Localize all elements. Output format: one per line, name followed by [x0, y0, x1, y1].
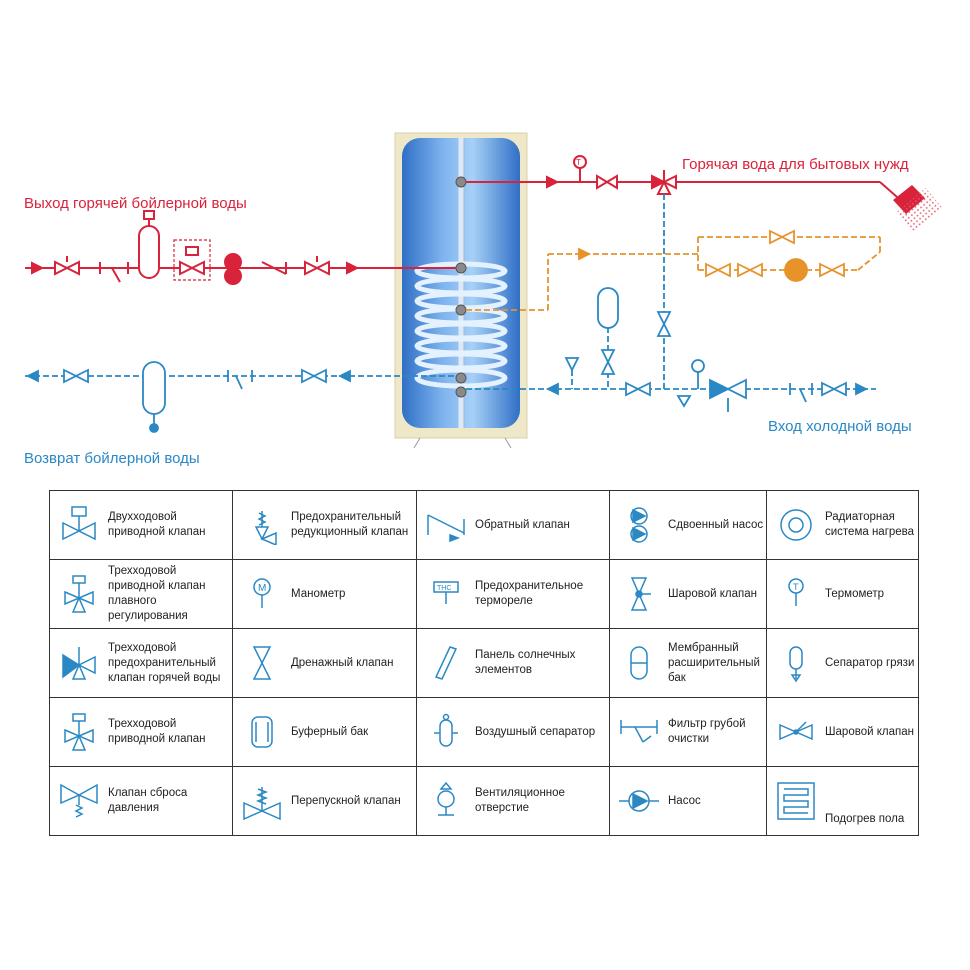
three-way-actuator-valve-icon — [50, 712, 108, 752]
legend-text: Трехходовой приводной клапан плавного ре… — [108, 565, 206, 622]
air-separator-icon — [417, 712, 475, 752]
safety-thermo-relay-icon: THC — [417, 574, 475, 614]
legend-cell: Мембранный расширительный бак — [609, 628, 767, 698]
hot-water-outlet-line — [466, 155, 898, 198]
legend-text: Сдвоенный насос — [668, 518, 764, 531]
legend-text: Предохранительный редукционный клапан — [291, 511, 409, 538]
legend-cell: Дренажный клапан — [232, 628, 417, 698]
legend-text: Подогрев пола — [825, 813, 905, 825]
check-valve-icon — [417, 505, 475, 545]
svg-text:THC: THC — [437, 585, 451, 592]
manometer-icon: M — [233, 574, 291, 614]
drain-valve-icon — [233, 643, 291, 683]
cold-water-inlet-label: Вход холодной воды — [768, 418, 912, 435]
storage-tank — [394, 132, 528, 449]
bypass-valve-icon — [233, 781, 291, 821]
pressure-relief-valve-icon — [50, 781, 108, 821]
three-way-safety-valve-icon — [50, 643, 108, 683]
legend-text: Сепаратор грязи — [825, 656, 915, 669]
legend-text: Дренажный клапан — [291, 656, 394, 669]
boiler-outlet-label: Выход горячей бойлерной воды — [24, 195, 247, 212]
legend-text: Термометр — [825, 587, 885, 600]
ball-valve-vertical-icon — [610, 574, 668, 614]
boiler-return-line — [25, 361, 456, 433]
boiler-return-label: Возврат бойлерной воды — [24, 450, 200, 467]
svg-text:M: M — [258, 583, 266, 594]
legend-cell: Сдвоенный насос — [609, 490, 767, 560]
legend-text: Воздушный сепаратор — [475, 725, 596, 738]
svg-text:T: T — [793, 582, 799, 592]
legend-row: Двухходовой приводной клапан Предохранит… — [49, 490, 919, 560]
legend-cell: Трехходовой приводной клапан — [49, 697, 233, 767]
buffer-tank-icon — [233, 712, 291, 752]
ball-valve-icon — [767, 712, 825, 752]
vent-icon — [417, 781, 475, 821]
expansion-tank-icon — [610, 643, 668, 683]
legend-cell: M Манометр — [232, 559, 417, 629]
legend-cell: THC Предохранительное термореле — [416, 559, 610, 629]
legend-cell: Насос — [609, 766, 767, 836]
shower-head-icon — [893, 185, 943, 233]
hot-water-outlet-label: Горячая вода для бытовых нужд — [682, 156, 909, 173]
recirculation-loop — [466, 236, 881, 311]
legend-cell: Сепаратор грязи — [766, 628, 919, 698]
legend-text: Насос — [668, 794, 701, 807]
legend-text: Буферный бак — [291, 725, 369, 738]
legend-table: Двухходовой приводной клапан Предохранит… — [49, 490, 919, 836]
legend-cell: Радиаторная система нагрева — [766, 490, 919, 560]
legend-text: Перепускной клапан — [291, 794, 401, 807]
legend-text: Трехходовой предохранительный клапан гор… — [108, 641, 221, 684]
legend-cell: Вентиляционное отверстие — [416, 766, 610, 836]
legend-cell: Воздушный сепаратор — [416, 697, 610, 767]
legend-cell: Обратный клапан — [416, 490, 610, 560]
legend-row: Трехходовой приводной клапан плавного ре… — [49, 559, 919, 629]
safety-reducing-valve-icon — [233, 505, 291, 545]
legend-text: Предохранительное термореле — [475, 580, 584, 607]
pump-icon — [610, 781, 668, 821]
dirt-separator-icon — [767, 643, 825, 683]
plumbing-schematic: T — [25, 132, 943, 449]
radiator-system-icon — [767, 505, 825, 545]
legend-cell: Перепускной клапан — [232, 766, 417, 836]
legend-row: Трехходовой предохранительный клапан гор… — [49, 628, 919, 698]
legend-text: Шаровой клапан — [668, 587, 757, 600]
legend-cell: Клапан сброса давления — [49, 766, 233, 836]
floor-heating-icon — [767, 779, 825, 823]
twin-pump-icon — [610, 505, 668, 545]
thermometer-icon: T — [767, 574, 825, 614]
legend-cell: Подогрев пола — [766, 766, 919, 836]
legend-text: Вентиляционное отверстие — [475, 787, 565, 814]
three-way-modulating-valve-icon — [50, 574, 108, 614]
svg-text:T: T — [576, 158, 581, 167]
legend-text: Фильтр грубой очистки — [668, 718, 746, 745]
legend-text: Двухходовой приводной клапан — [108, 511, 206, 538]
legend-row: Трехходовой приводной клапан Буферный ба… — [49, 697, 919, 767]
legend-text: Обратный клапан — [475, 518, 570, 531]
legend-text: Панель солнечных элементов — [475, 649, 576, 676]
legend-cell: Двухходовой приводной клапан — [49, 490, 233, 560]
boiler-outlet-line — [25, 210, 456, 285]
legend-cell: Шаровой клапан — [766, 697, 919, 767]
legend-text: Клапан сброса давления — [108, 787, 188, 814]
legend-text: Радиаторная система нагрева — [825, 511, 915, 538]
legend-cell: T Термометр — [766, 559, 919, 629]
legend-cell: Шаровой клапан — [609, 559, 767, 629]
legend-text: Шаровой клапан — [825, 725, 914, 738]
two-way-actuator-valve-icon — [50, 505, 108, 545]
legend-cell: Предохранительный редукционный клапан — [232, 490, 417, 560]
legend-text: Трехходовой приводной клапан — [108, 718, 206, 745]
strainer-icon — [610, 712, 668, 752]
legend-text: Мембранный расширительный бак — [668, 641, 760, 684]
legend-text: Манометр — [291, 587, 346, 600]
legend-cell: Панель солнечных элементов — [416, 628, 610, 698]
legend-cell: Трехходовой приводной клапан плавного ре… — [49, 559, 233, 629]
legend-cell: Буферный бак — [232, 697, 417, 767]
legend-row: Клапан сброса давления Перепускной клапа… — [49, 766, 919, 836]
legend-cell: Трехходовой предохранительный клапан гор… — [49, 628, 233, 698]
solar-panel-icon — [417, 643, 475, 683]
legend-cell: Фильтр грубой очистки — [609, 697, 767, 767]
